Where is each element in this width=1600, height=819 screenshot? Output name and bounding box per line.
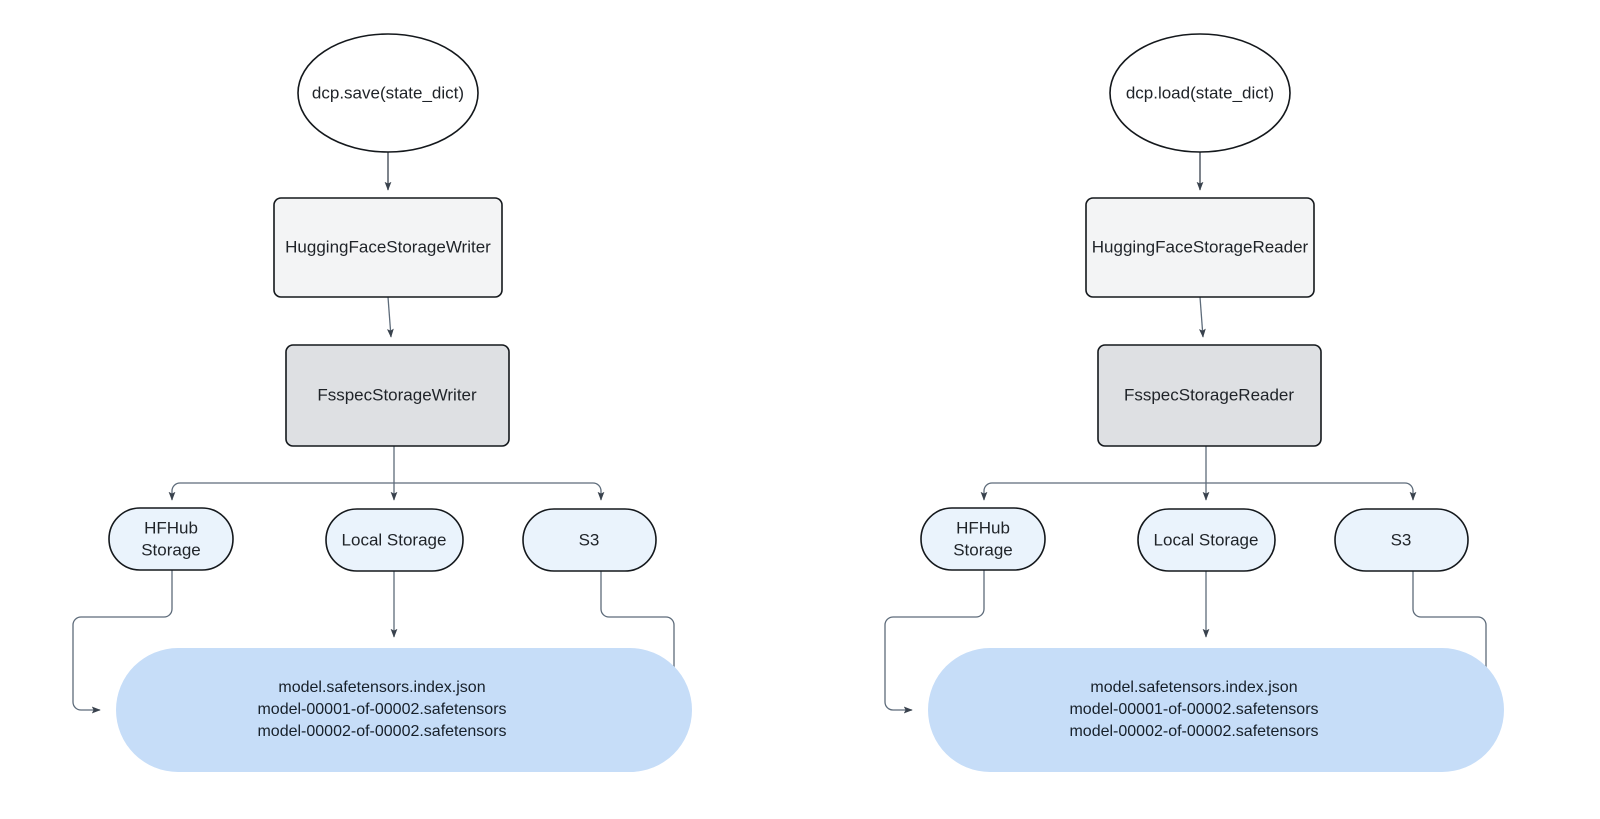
artifact-load-line-1: model.safetensors.index.json xyxy=(1090,679,1297,696)
local-storage-label: Local Storage xyxy=(342,530,447,549)
fsspec-writer-label: FsspecStorageWriter xyxy=(317,385,477,404)
hf-storage-reader-shape[interactable] xyxy=(1085,197,1315,298)
hfhub-storage-load-label-line1: HFHub xyxy=(956,518,1010,537)
artifact-line-2: model-00001-of-00002.safetensors xyxy=(257,701,506,718)
reader-node-hf-reader[interactable]: HuggingFaceStorageReader xyxy=(1085,197,1315,298)
hfhub-storage-shape[interactable] xyxy=(108,507,234,571)
artifact-shape-load xyxy=(928,648,1504,772)
hf-storage-reader-label: HuggingFaceStorageReader xyxy=(1092,237,1309,256)
entry-node-dcp-load[interactable]: dcp.load(state_dict) xyxy=(1109,33,1291,153)
local-storage-shape[interactable] xyxy=(325,508,464,572)
storage-node-local-load[interactable]: Local Storage xyxy=(1137,508,1276,572)
hf-storage-writer-label: HuggingFaceStorageWriter xyxy=(285,237,491,256)
save-artifact-node: model.safetensors.index.json model-00001… xyxy=(116,648,692,772)
hf-storage-writer-shape[interactable] xyxy=(273,197,503,298)
edge-writer-to-backend xyxy=(386,296,394,338)
storage-node-hfhub[interactable]: HFHub Storage xyxy=(108,507,234,571)
load-flow-edges xyxy=(884,146,1487,714)
load-flow-diagram: model.safetensors.index.json model-00001… xyxy=(884,33,1504,772)
storage-node-s3-load[interactable]: S3 xyxy=(1334,508,1469,572)
edge-reader-to-backend xyxy=(1198,296,1206,338)
local-storage-shape-load[interactable] xyxy=(1137,508,1276,572)
s3-storage-shape[interactable] xyxy=(522,508,657,572)
hfhub-storage-shape-load[interactable] xyxy=(920,507,1046,571)
load-artifact-node: model.safetensors.index.json model-00001… xyxy=(928,648,1504,772)
fsspec-reader-shape[interactable] xyxy=(1097,344,1322,447)
s3-storage-load-label: S3 xyxy=(1391,530,1412,549)
artifact-line-1: model.safetensors.index.json xyxy=(278,679,485,696)
writer-node-hf-writer[interactable]: HuggingFaceStorageWriter xyxy=(273,197,503,298)
hfhub-storage-label-line1: HFHub xyxy=(144,518,198,537)
storage-node-s3[interactable]: S3 xyxy=(522,508,657,572)
storage-node-local[interactable]: Local Storage xyxy=(325,508,464,572)
storage-node-hfhub-load[interactable]: HFHub Storage xyxy=(920,507,1046,571)
dcp-save-label: dcp.save(state_dict) xyxy=(312,83,464,102)
artifact-line-3: model-00002-of-00002.safetensors xyxy=(257,723,506,740)
s3-storage-label: S3 xyxy=(579,530,600,549)
edge-backend-to-s3-load xyxy=(1206,482,1417,501)
fsspec-writer-shape[interactable] xyxy=(285,344,510,447)
artifact-load-line-3: model-00002-of-00002.safetensors xyxy=(1069,723,1318,740)
entry-node-dcp-save[interactable]: dcp.save(state_dict) xyxy=(297,33,479,153)
edge-hfhub-to-artifact xyxy=(72,570,173,714)
backend-node-fsspec-reader[interactable]: FsspecStorageReader xyxy=(1097,344,1322,447)
edge-hfhub-to-artifact-load xyxy=(884,570,985,714)
dcp-load-label: dcp.load(state_dict) xyxy=(1126,83,1274,102)
edge-backend-to-hfhub xyxy=(168,482,394,501)
dcp-save-shape[interactable] xyxy=(297,33,479,153)
s3-storage-shape-load[interactable] xyxy=(1334,508,1469,572)
save-flow-diagram: model.safetensors.index.json model-00001… xyxy=(72,33,692,772)
local-storage-load-label: Local Storage xyxy=(1154,530,1259,549)
edge-backend-to-hfhub-load xyxy=(980,482,1206,501)
hfhub-storage-label-line2: Storage xyxy=(141,540,201,559)
fsspec-reader-label: FsspecStorageReader xyxy=(1124,385,1294,404)
dcp-load-shape[interactable] xyxy=(1109,33,1291,153)
artifact-load-line-2: model-00001-of-00002.safetensors xyxy=(1069,701,1318,718)
hfhub-storage-load-label-line2: Storage xyxy=(953,540,1013,559)
artifact-shape xyxy=(116,648,692,772)
edge-backend-to-s3 xyxy=(394,482,605,501)
backend-node-fsspec-writer[interactable]: FsspecStorageWriter xyxy=(285,344,510,447)
